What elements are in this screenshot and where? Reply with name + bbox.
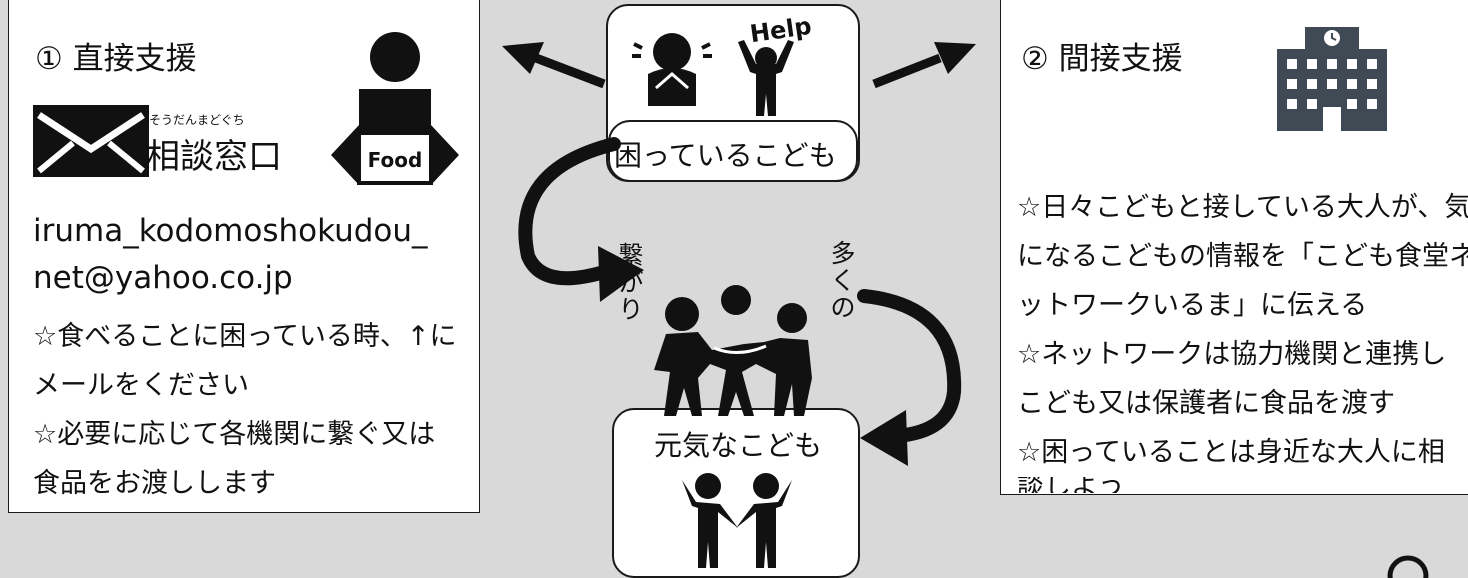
crying-child-icon: [632, 33, 712, 106]
consultation-counter-label: 相談窓口: [146, 137, 282, 177]
healthy-child-label: 元気なこども: [654, 429, 823, 462]
curved-arrow-many: [857, 289, 962, 466]
help-text: Help: [748, 12, 813, 48]
curved-arrow-connection: [518, 137, 644, 302]
decorative-circle: [1387, 555, 1429, 578]
direct-note-line: ☆必要に応じて各機関に繋ぐ又は: [33, 419, 436, 450]
indirect-note-line: ☆ネットワークは協力機関と連携し: [1017, 339, 1447, 370]
direct-support-panel: ① 直接支援 Food そうだんまどぐち 相談窓口 iruma_kodomosh…: [8, 0, 480, 513]
indirect-support-panel: ② 間接支援 ☆日々こどもと接している大人が、気 になるこどもの情報を「こども食…: [1000, 0, 1468, 495]
indirect-note-line: ☆困っていることは身近な大人に相: [1017, 437, 1445, 468]
troubled-child-label: 困っているこども: [614, 139, 837, 172]
direct-note-line: ☆食べることに困っている時、↑に: [33, 321, 457, 352]
consultation-ruby: そうだんまどぐち: [149, 113, 245, 127]
email-line-1[interactable]: iruma_kodomoshokudou_: [33, 213, 428, 249]
many-label: 多くの: [830, 239, 856, 322]
indirect-note-line: になるこどもの情報を「こども食堂ネ: [1017, 241, 1468, 272]
mail-icon: [33, 105, 149, 177]
email-line-2[interactable]: net@yahoo.co.jp: [33, 260, 293, 296]
indirect-note-line: 談しよう: [1017, 477, 1125, 493]
indirect-support-title: ② 間接支援: [1021, 41, 1183, 77]
indirect-note-line: こども又は保護者に食品を渡す: [1017, 388, 1395, 419]
healthy-child-box: 元気なこども: [612, 408, 860, 578]
people-together-icon: [654, 285, 812, 416]
troubled-child-label-box: 困っているこども: [608, 120, 858, 182]
help-child-icon: Help: [738, 12, 813, 116]
troubled-child-box: Help 困っているこども: [606, 4, 860, 182]
direct-support-title: ① 直接支援: [35, 41, 197, 77]
person-food-icon: Food: [331, 32, 459, 185]
arrow-to-direct-support: [502, 42, 606, 89]
indirect-note-line: ☆日々こどもと接している大人が、気: [1017, 192, 1468, 223]
cheering-children-icon: [682, 473, 792, 568]
direct-note-line: メールをください: [33, 370, 249, 401]
direct-note-line: 食品をお渡しします: [33, 468, 276, 499]
arrow-to-indirect-support: [872, 42, 976, 89]
food-label: Food: [368, 148, 423, 172]
indirect-note-line: ットワークいるま」に伝える: [1017, 290, 1368, 321]
building-icon: [1277, 27, 1387, 131]
